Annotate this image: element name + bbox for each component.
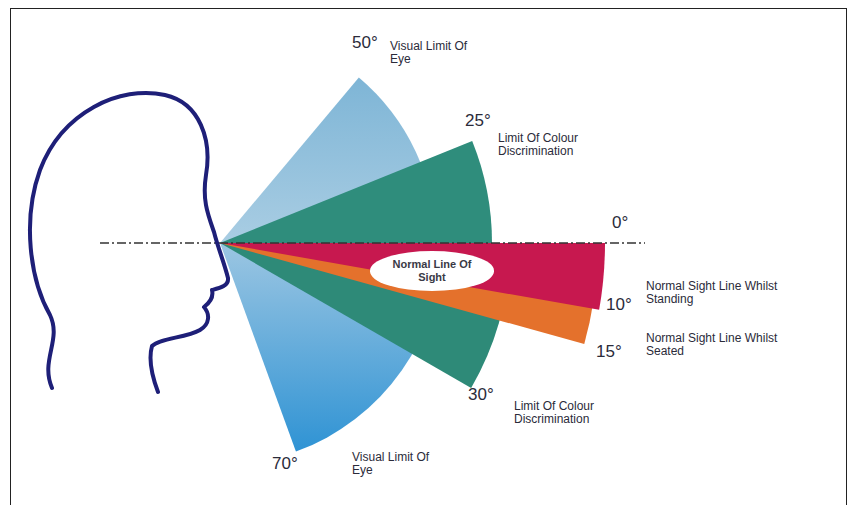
angle-label: 30° [468, 386, 494, 405]
sight-line-label: Normal Sight Line Whilst Seated [646, 332, 796, 358]
head-outline [30, 93, 228, 392]
sight-line-label: Normal Sight Line Whilst Standing [646, 280, 796, 306]
frame [11, 9, 847, 505]
sight-line-ellipse: Normal Line Of Sight [370, 251, 494, 290]
angle-label: 50° [352, 34, 378, 53]
node-text: Normal Line Of Sight [392, 258, 472, 283]
limit-label: Limit Of Colour Discrimination [514, 400, 654, 426]
angle-label: 25° [465, 112, 491, 131]
limit-label: Visual Limit Of Eye [352, 451, 447, 477]
angle-label: 70° [272, 455, 298, 474]
standing-sight-wedge [220, 243, 605, 310]
angle-label: 15° [596, 343, 622, 362]
colour-limit-up [220, 141, 492, 243]
sight-axis [100, 242, 645, 243]
limit-label: Visual Limit Of Eye [390, 40, 485, 66]
angle-label: 10° [606, 296, 632, 315]
limit-label: Limit Of Colour Discrimination [498, 132, 638, 158]
angle-label: 0° [612, 214, 628, 233]
